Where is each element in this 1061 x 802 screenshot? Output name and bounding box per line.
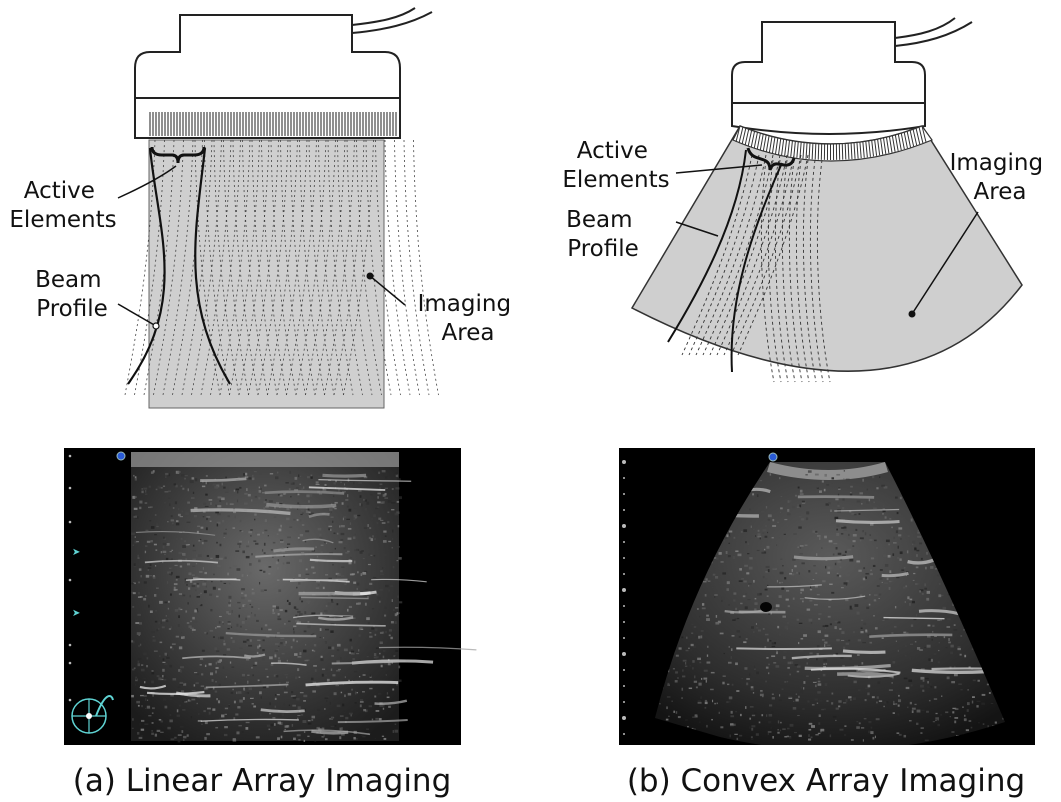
linear-imaging-label: Imaging Area [418, 291, 519, 346]
linear-beam-leader-dot [153, 323, 159, 329]
linear-imaging-leader-dot [367, 273, 374, 280]
convex-beam-label: Beam Profile [566, 207, 640, 262]
linear-cable [352, 8, 432, 33]
convex-cable [895, 18, 972, 46]
linear-caption: (a) Linear Array Imaging [73, 763, 452, 799]
convex-array-diagram: Active Elements Beam Profile Imaging Are… [562, 18, 1050, 382]
convex-probe-base [732, 103, 925, 134]
linear-imaging-area [149, 140, 384, 408]
linear-active-label: Active Elements [9, 178, 116, 233]
convex-orientation-marker [769, 453, 777, 461]
linear-array-diagram: Active Elements Beam Profile Imaging Are… [9, 8, 518, 408]
linear-ultrasound-image: ➤ ➤ [64, 448, 476, 745]
convex-imaging-leader-dot [909, 311, 916, 318]
focus-marker-1: ➤ [72, 547, 80, 558]
focus-marker-2: ➤ [72, 608, 80, 619]
linear-orientation-marker [117, 452, 125, 460]
convex-ultrasound-image [619, 448, 1057, 745]
convex-active-label: Active Elements [562, 138, 669, 193]
linear-beam-label: Beam Profile [35, 267, 109, 322]
convex-caption: (b) Convex Array Imaging [627, 763, 1025, 799]
convex-probe-head [732, 22, 925, 103]
linear-probe-head [135, 15, 400, 98]
